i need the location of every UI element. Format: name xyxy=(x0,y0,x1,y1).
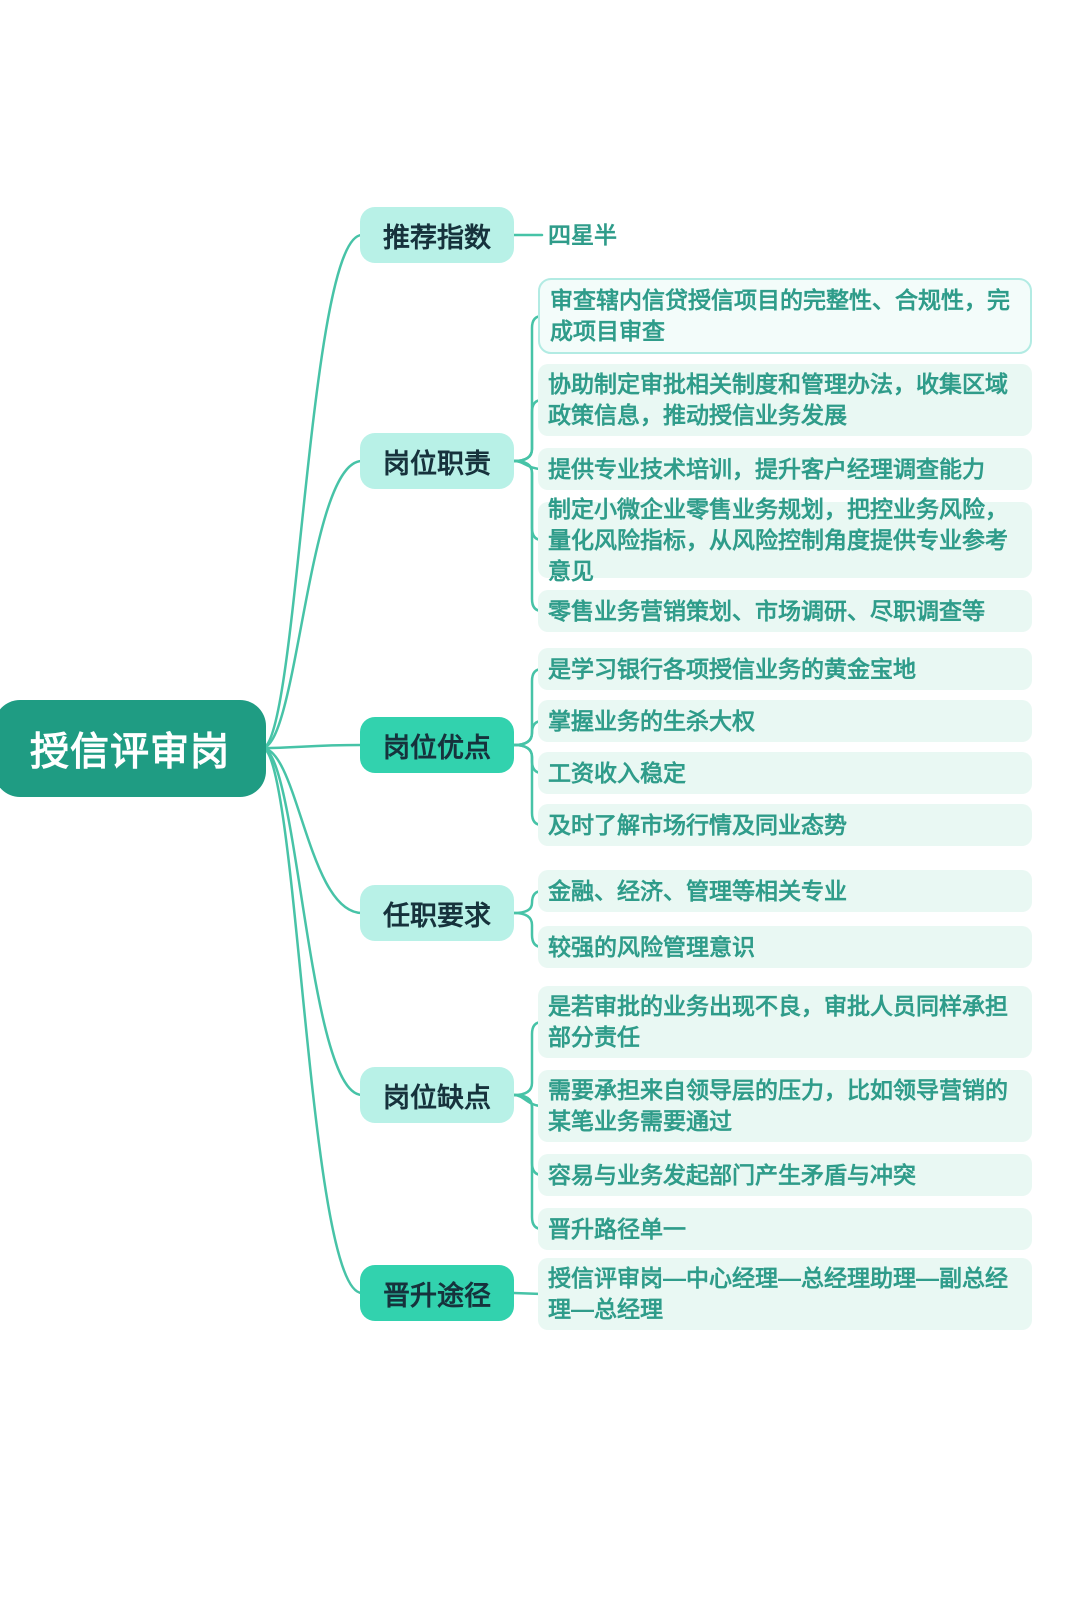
list-item-requirement-1[interactable]: 金融、经济、管理等相关专业 xyxy=(538,870,1032,912)
list-item-responsibility-3[interactable]: 提供专业技术培训，提升客户经理调查能力 xyxy=(538,448,1032,490)
item-text: 较强的风险管理意识 xyxy=(548,933,755,960)
item-text: 金融、经济、管理等相关专业 xyxy=(548,877,847,904)
item-text: 需要承担来自领导层的压力，比如领导营销的某笔业务需要通过 xyxy=(548,1077,1008,1134)
list-item-advantage-1[interactable]: 是学习银行各项授信业务的黄金宝地 xyxy=(538,648,1032,690)
list-item-responsibility-1[interactable]: 审查辖内信贷授信项目的完整性、合规性，完成项目审查 xyxy=(538,278,1032,354)
list-item-disadvantage-4[interactable]: 晋升路径单一 xyxy=(538,1208,1032,1250)
branch-job-responsibilities[interactable]: 岗位职责 xyxy=(360,433,514,489)
list-item-advantage-2[interactable]: 掌握业务的生杀大权 xyxy=(538,700,1032,742)
item-text: 零售业务营销策划、市场调研、尽职调查等 xyxy=(548,597,985,624)
branch-label: 任职要求 xyxy=(383,900,491,931)
root-node-credit-review-position[interactable]: 授信评审岗 xyxy=(0,700,266,797)
branch-job-advantages[interactable]: 岗位优点 xyxy=(360,717,514,773)
item-text: 授信评审岗—中心经理—总经理助理—副总经理—总经理 xyxy=(548,1265,1008,1322)
item-text: 四星半 xyxy=(548,221,617,248)
list-item-requirement-2[interactable]: 较强的风险管理意识 xyxy=(538,926,1032,968)
branch-label: 岗位职责 xyxy=(383,448,491,479)
item-text: 提供专业技术培训，提升客户经理调查能力 xyxy=(548,455,985,482)
list-item-responsibility-4[interactable]: 制定小微企业零售业务规划，把控业务风险，量化风险指标，从风险控制角度提供专业参考… xyxy=(538,496,1032,584)
list-item-disadvantage-3[interactable]: 容易与业务发起部门产生矛盾与冲突 xyxy=(538,1154,1032,1196)
branch-job-requirements[interactable]: 任职要求 xyxy=(360,885,514,941)
branch-job-disadvantages[interactable]: 岗位缺点 xyxy=(360,1067,514,1123)
item-text: 审查辖内信贷授信项目的完整性、合规性，完成项目审查 xyxy=(550,287,1010,344)
list-item-promotion-route[interactable]: 授信评审岗—中心经理—总经理助理—副总经理—总经理 xyxy=(538,1258,1032,1330)
list-item-rating[interactable]: 四星半 xyxy=(538,214,1032,256)
item-text: 是学习银行各项授信业务的黄金宝地 xyxy=(548,655,916,682)
branch-recommendation-index[interactable]: 推荐指数 xyxy=(360,207,514,263)
item-text: 是若审批的业务出现不良，审批人员同样承担部分责任 xyxy=(548,993,1008,1050)
list-item-disadvantage-2[interactable]: 需要承担来自领导层的压力，比如领导营销的某笔业务需要通过 xyxy=(538,1070,1032,1142)
item-text: 协助制定审批相关制度和管理办法，收集区域政策信息，推动授信业务发展 xyxy=(548,371,1008,428)
list-item-responsibility-5[interactable]: 零售业务营销策划、市场调研、尽职调查等 xyxy=(538,590,1032,632)
list-item-responsibility-2[interactable]: 协助制定审批相关制度和管理办法，收集区域政策信息，推动授信业务发展 xyxy=(538,364,1032,436)
branch-label: 晋升途径 xyxy=(383,1280,491,1311)
item-text: 制定小微企业零售业务规划，把控业务风险，量化风险指标，从风险控制角度提供专业参考… xyxy=(548,495,1008,584)
item-text: 容易与业务发起部门产生矛盾与冲突 xyxy=(548,1161,916,1188)
branch-label: 岗位缺点 xyxy=(383,1082,491,1113)
list-item-disadvantage-1[interactable]: 是若审批的业务出现不良，审批人员同样承担部分责任 xyxy=(538,986,1032,1058)
item-text: 晋升路径单一 xyxy=(548,1215,686,1242)
list-item-advantage-3[interactable]: 工资收入稳定 xyxy=(538,752,1032,794)
branch-promotion-path[interactable]: 晋升途径 xyxy=(360,1265,514,1321)
item-text: 及时了解市场行情及同业态势 xyxy=(548,811,847,838)
branch-label: 岗位优点 xyxy=(383,732,491,763)
list-item-advantage-4[interactable]: 及时了解市场行情及同业态势 xyxy=(538,804,1032,846)
root-node-label: 授信评审岗 xyxy=(29,730,230,774)
branch-label: 推荐指数 xyxy=(383,222,491,253)
item-text: 工资收入稳定 xyxy=(548,759,686,786)
item-text: 掌握业务的生杀大权 xyxy=(548,707,755,734)
